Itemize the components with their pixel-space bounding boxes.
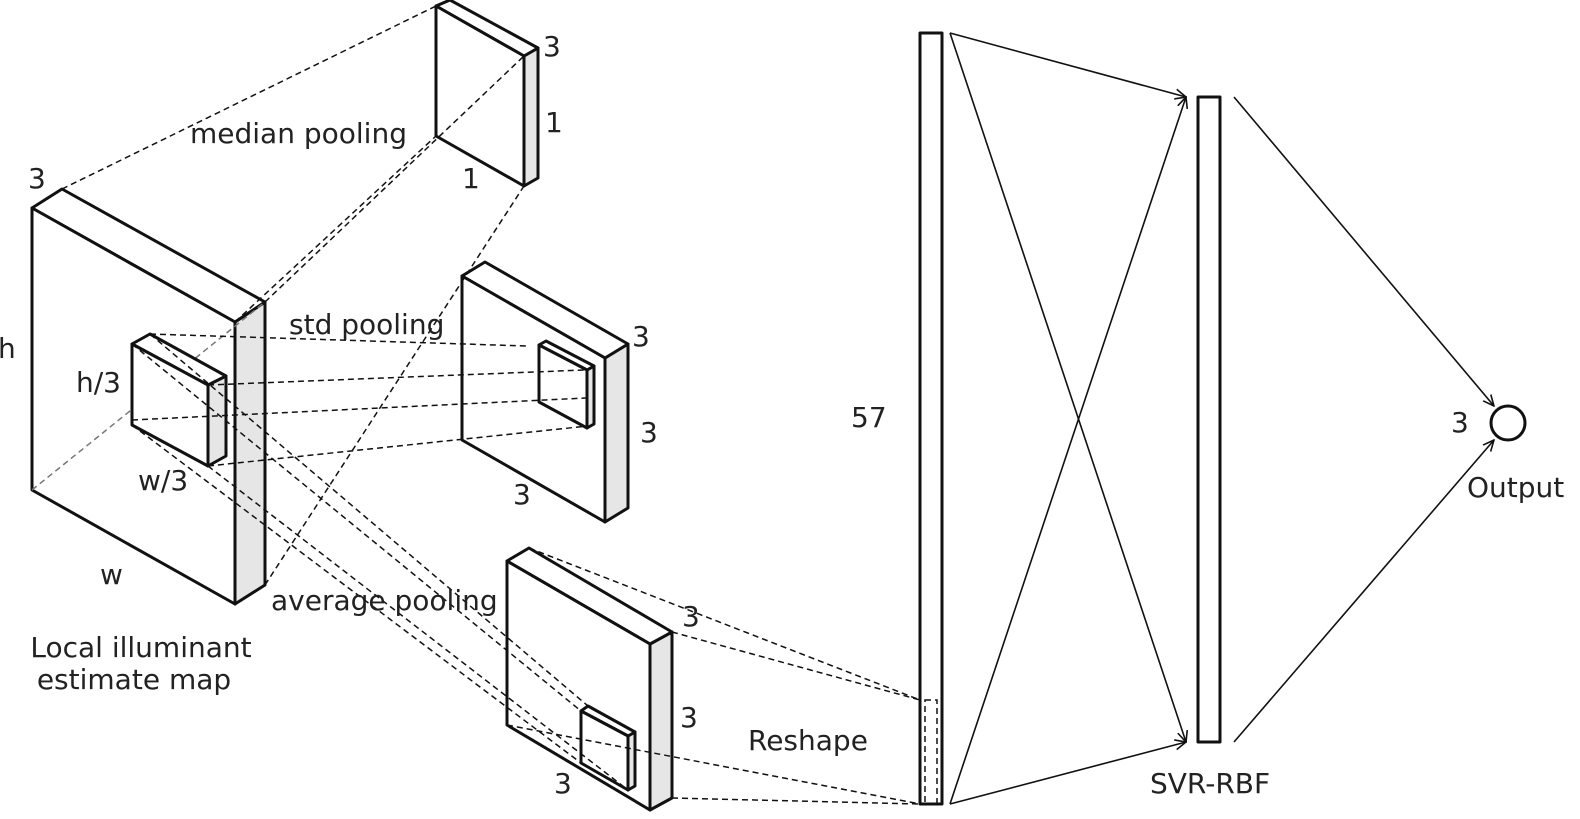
avg-depth-label: 3 (682, 600, 700, 633)
avg-cell (579, 704, 637, 792)
input-caption-line2: estimate map (37, 663, 231, 696)
avg-projection-lines (131, 333, 629, 791)
patch-height-label: h/3 (76, 366, 121, 399)
average-pooling-label: average pooling (271, 584, 498, 617)
std-width-label: 3 (513, 478, 531, 511)
std-block-side (603, 342, 630, 524)
median-block-side (522, 46, 540, 188)
svr-layer-bar (1196, 95, 1222, 744)
std-projection-lines (131, 333, 589, 467)
input-width-label: w (100, 558, 123, 591)
median-height-label: 1 (545, 106, 563, 139)
std-depth-label: 3 (632, 320, 650, 353)
output-label: Output (1467, 471, 1564, 504)
vector-to-svr-arrows (949, 32, 1186, 805)
input-block-side (233, 300, 267, 606)
std-cell-front (537, 343, 589, 430)
median-pooling-label: median pooling (190, 117, 407, 150)
median-depth-label: 3 (543, 30, 561, 63)
median-width-label: 1 (462, 162, 480, 195)
output-size-label: 3 (1451, 406, 1469, 439)
std-pooling-label: std pooling (289, 308, 444, 341)
feature-vector-bar (918, 31, 944, 806)
vector-size-label: 57 (851, 401, 887, 434)
avg-block (505, 546, 674, 812)
avg-height-label: 3 (680, 701, 698, 734)
std-block-front (460, 274, 607, 524)
input-caption-line1: Local illuminant (30, 631, 251, 664)
median-block-front (434, 4, 526, 188)
input-patch-side (206, 374, 228, 468)
std-block (460, 260, 630, 524)
patch-width-label: w/3 (138, 464, 188, 497)
input-depth-label: 3 (28, 162, 46, 195)
output-node (1489, 404, 1527, 442)
svr-label: SVR-RBF (1150, 767, 1270, 800)
reshaped-segment (924, 699, 938, 805)
std-height-label: 3 (640, 416, 658, 449)
reshape-label: Reshape (748, 724, 868, 757)
std-cell (537, 339, 596, 430)
input-height-label: h (0, 332, 16, 365)
reshape-lines (506, 547, 921, 805)
median-projection-lines (61, 5, 525, 586)
median-block (434, 0, 540, 188)
svr-to-output-arrows (1233, 96, 1494, 743)
avg-width-label: 3 (554, 767, 572, 800)
avg-block-side (648, 630, 674, 812)
